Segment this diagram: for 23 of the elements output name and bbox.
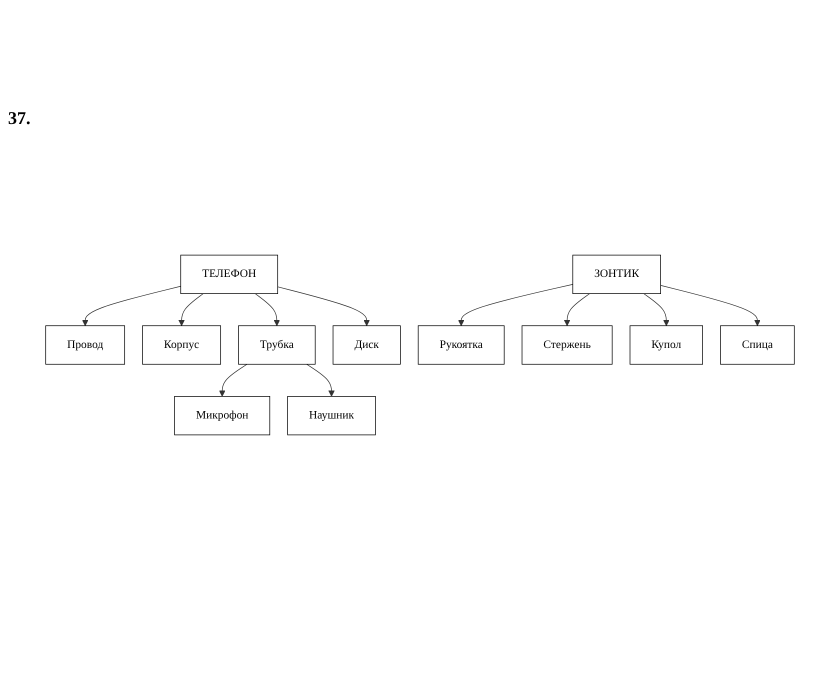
node-box: Провод [45, 325, 126, 365]
node-box: Наушник [287, 396, 376, 436]
node-box: Стержень [522, 325, 613, 365]
node-box: Микрофон [174, 396, 270, 436]
arrow [306, 364, 335, 397]
arrow [219, 364, 248, 397]
arrow [564, 293, 590, 326]
node-box: Спица [720, 325, 795, 365]
node-box: Трубка [238, 325, 316, 365]
node-box: Корпус [142, 325, 222, 365]
arrow [254, 293, 280, 326]
arrow [643, 293, 670, 326]
node-box: ЗОНТИК [572, 254, 661, 294]
node-box: Диск [332, 325, 401, 365]
arrow [277, 286, 370, 326]
arrow [660, 285, 761, 326]
arrow [178, 293, 204, 326]
node-box: Купол [630, 325, 703, 365]
node-box: Рукоятка [418, 325, 505, 365]
node-box: ТЕЛЕФОН [180, 254, 278, 294]
arrow [458, 284, 574, 326]
figure-number: 37. [8, 108, 30, 129]
arrow [82, 286, 182, 326]
